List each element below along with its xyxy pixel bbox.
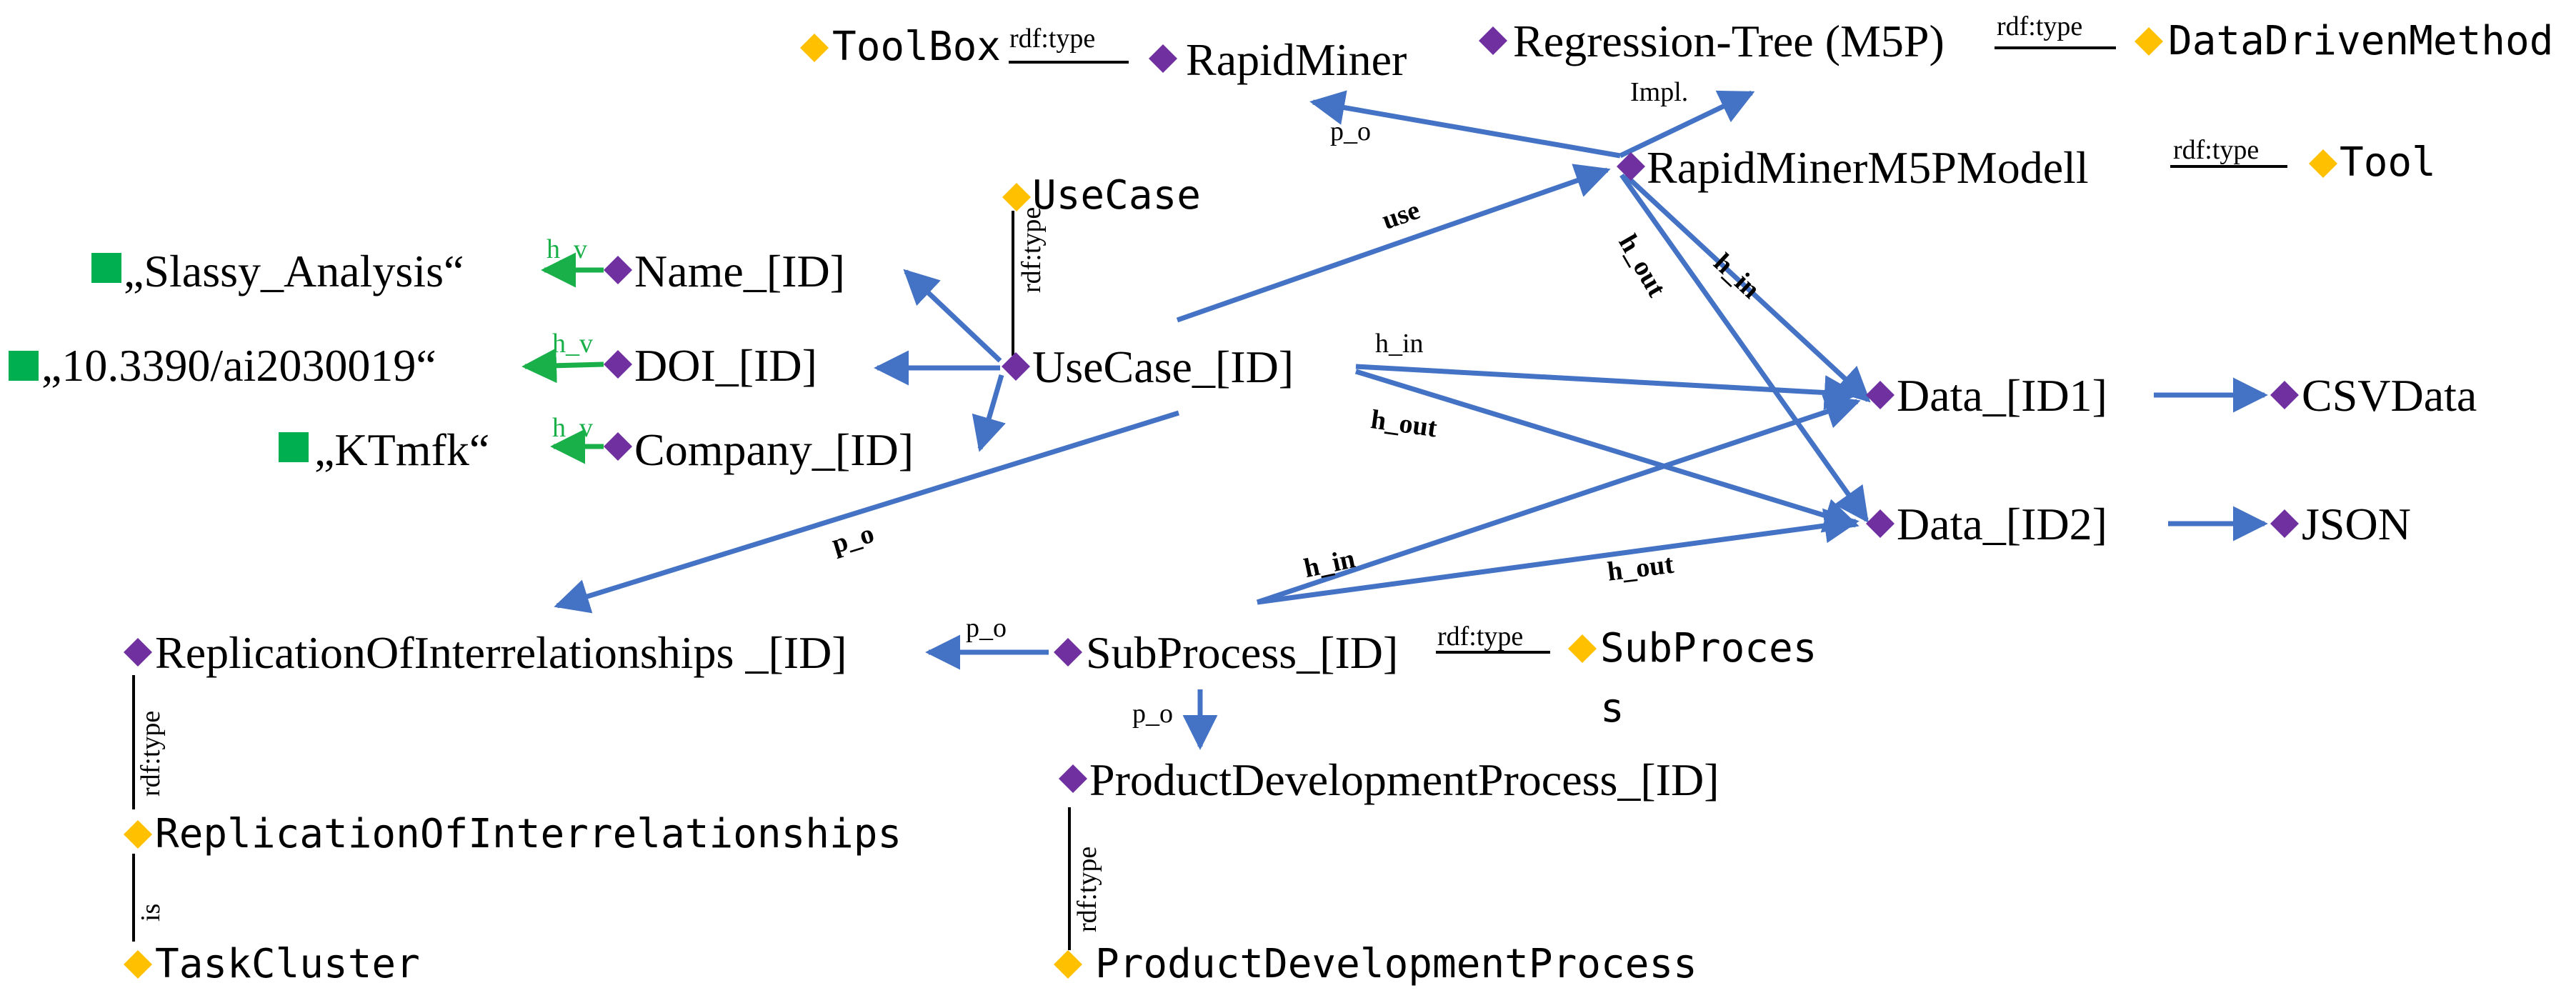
edge-subprocess-h-out-data2 <box>1257 508 1859 605</box>
instance-marker-data2 <box>1866 509 1894 538</box>
edge-m5p-h-in-data1 <box>1623 173 1871 403</box>
node-data-id1: Data_[ID1] <box>1897 370 2107 421</box>
class-marker-pdp <box>1054 950 1082 979</box>
instance-marker-usecase-id <box>1002 352 1030 381</box>
edge-label-rdf-type-toolbox: rdf:type <box>1009 24 1096 54</box>
edge-label-rdf-type-tool: rdf:type <box>2173 135 2260 165</box>
node-toolbox: ToolBox <box>832 24 1002 70</box>
edge-label-rdf-type-regression: rdf:type <box>1997 11 2083 41</box>
edge-label-p-o-replication: p_o <box>966 613 1007 643</box>
node-company-id: Company_[ID] <box>634 424 914 475</box>
edge-usecase-name <box>903 269 1002 363</box>
instance-marker-replication-id <box>124 638 152 667</box>
instance-marker-data1 <box>1866 381 1894 409</box>
node-data-driven-method: DataDrivenMethod <box>2168 18 2554 64</box>
edge-label-h-v-name: h_v <box>546 234 587 264</box>
instance-marker-csvdata <box>2270 381 2299 409</box>
edge-usecase-p-o-replication <box>554 410 1180 614</box>
node-regression-tree: Regression-Tree (M5P) <box>1513 16 1945 66</box>
node-csvdata: CSVData <box>2302 370 2477 421</box>
literal-doi-value: „10.3390/ai2030019“ <box>41 340 436 391</box>
edge-label-impl: Impl. <box>1630 77 1689 107</box>
node-doi-id: DOI_[ID] <box>634 340 817 391</box>
instance-marker-m5p-modell <box>1617 152 1645 181</box>
edge-m5p-to-rapidminer <box>1309 90 1621 159</box>
edge-label-rdf-type-replication: rdf:type <box>136 710 166 797</box>
literal-marker-ktmfk <box>279 432 309 462</box>
instance-marker-rapidminer <box>1149 44 1177 73</box>
edge-label-h-v-company: h_v <box>552 413 593 443</box>
edge-label-rdf-type-subprocess: rdf:type <box>1437 622 1524 652</box>
node-json: JSON <box>2302 499 2411 549</box>
node-subprocess-class-line1: SubProces <box>1600 625 1817 672</box>
class-marker-tool <box>2309 149 2337 178</box>
literal-marker-doi <box>9 351 39 381</box>
node-pdp-id: ProductDevelopmentProcess_[ID] <box>1089 754 1719 805</box>
edge-usecase-h-in-data1 <box>1355 364 1859 411</box>
edge-m5p-h-out-data2 <box>1619 173 1869 523</box>
instance-markers <box>124 26 2299 793</box>
node-replication-class: ReplicationOfInterrelationships <box>155 811 902 857</box>
literal-slassy-analysis: „Slassy_Analysis“ <box>124 246 464 296</box>
class-marker-toolbox <box>800 34 829 62</box>
edge-label-p-o-pdp: p_o <box>1132 699 1173 729</box>
edge-label-is: is <box>136 903 166 922</box>
edge-label-h-v-doi: h_v <box>552 329 593 359</box>
class-marker-replication <box>124 820 152 849</box>
class-marker-taskcluster <box>124 950 152 979</box>
node-subprocess-id: SubProcess_[ID] <box>1086 627 1399 678</box>
node-tool: Tool <box>2340 139 2436 186</box>
edge-usecase-company <box>972 374 1006 452</box>
class-marker-data-driven-method <box>2135 27 2163 56</box>
edge-label-rdf-type-usecase: rdf:type <box>1017 206 1047 293</box>
edge-label-p-o-rapidminer: p_o <box>1330 116 1371 146</box>
edge-label-rdf-type-pdp: rdf:type <box>1072 846 1102 932</box>
instance-marker-company <box>604 432 632 461</box>
node-taskcluster: TaskCluster <box>155 941 420 987</box>
node-usecase-class: UseCase <box>1032 172 1202 219</box>
edge-label-h-in-usecase: h_in <box>1375 329 1424 359</box>
instance-marker-pdp-id <box>1059 764 1087 793</box>
node-replication-id: ReplicationOfInterrelationships _[ID] <box>155 627 847 678</box>
node-usecase-id: UseCase_[ID] <box>1032 341 1294 392</box>
edge-doi-h-v-literal <box>521 348 604 384</box>
class-markers <box>124 27 2337 979</box>
node-rapidminer: RapidMiner <box>1186 34 1407 85</box>
node-rapidminer-m5p-modell: RapidMinerM5PModell <box>1647 142 2089 193</box>
instance-marker-doi <box>604 350 632 379</box>
node-subprocess-class-line2: s <box>1600 685 1624 732</box>
node-pdp-class: ProductDevelopmentProcess <box>1095 941 1697 987</box>
literal-marker-slassy <box>91 253 121 283</box>
edge-subprocess-h-in-data1 <box>1256 394 1861 605</box>
node-name-id: Name_[ID] <box>634 246 845 296</box>
node-data-id2: Data_[ID2] <box>1897 499 2107 549</box>
edge-m5p-impl-regression-tree <box>1619 90 1755 159</box>
instance-marker-json <box>2270 509 2299 538</box>
class-marker-usecase <box>1002 183 1031 211</box>
instance-marker-regression-tree <box>1479 26 1507 55</box>
class-marker-subprocess <box>1568 634 1597 663</box>
edge-usecase-use-m5p <box>1176 164 1611 323</box>
edge-usecase-h-out-data2 <box>1354 369 1859 533</box>
instance-marker-name <box>604 256 632 284</box>
instance-marker-subprocess-id <box>1054 638 1082 667</box>
literal-ktmfk: „KTmfk“ <box>314 424 490 475</box>
literal-markers <box>9 253 309 462</box>
